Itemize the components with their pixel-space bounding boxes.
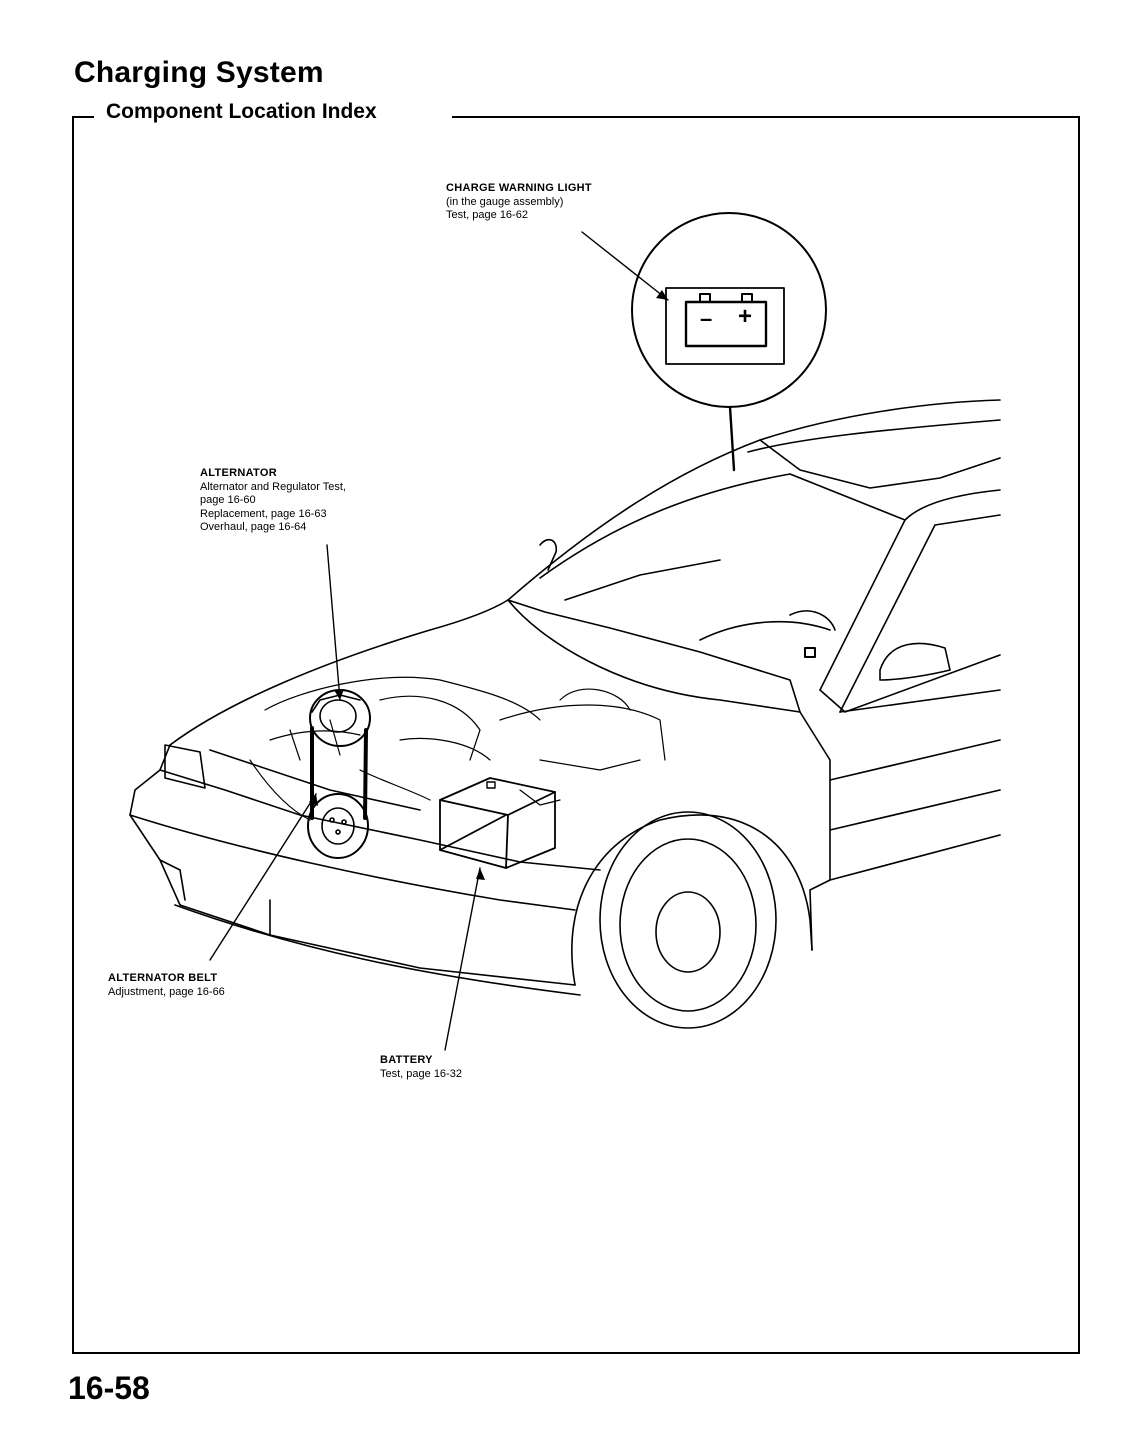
callout-battery: BATTERY Test, page 16-32 <box>380 1054 462 1081</box>
callout-title: ALTERNATOR <box>200 467 277 479</box>
callout-title: CHARGE WARNING LIGHT <box>446 182 592 194</box>
section-subtitle: Component Location Index <box>104 100 383 124</box>
frame-top-border-left <box>72 116 94 118</box>
callout-line: Test, page 16-32 <box>380 1067 462 1080</box>
callout-line: Replacement, page 16-63 <box>200 507 327 520</box>
callout-title: BATTERY <box>380 1054 433 1066</box>
engine-bay <box>249 676 666 821</box>
battery-warning-icon <box>684 293 768 348</box>
callout-line: Alternator and Regulator Test, <box>200 480 346 493</box>
callout-alternator-belt: ALTERNATOR BELT Adjustment, page 16-66 <box>108 972 225 999</box>
callout-line: Overhaul, page 16-64 <box>200 521 307 533</box>
callout-title: ALTERNATOR BELT <box>108 972 218 984</box>
battery-minus-sign: – <box>700 306 713 331</box>
frame-top-border-right <box>452 116 1080 118</box>
page-title: Charging System <box>74 56 324 89</box>
callout-alternator: ALTERNATOR Alternator and Regulator Test… <box>200 467 346 535</box>
car-body <box>129 399 1001 1029</box>
callout-line: page 16-60 <box>200 494 256 506</box>
callout-line: (in the gauge assembly) <box>446 195 564 208</box>
callout-line: Test, page 16-62 <box>446 209 528 221</box>
callout-charge-warning-light: CHARGE WARNING LIGHT (in the gauge assem… <box>446 182 592 223</box>
battery-box <box>439 777 556 869</box>
page-number: 16-58 <box>68 1370 150 1406</box>
callout-line: Adjustment, page 16-66 <box>108 985 225 998</box>
battery-plus-sign: + <box>738 303 753 330</box>
crank-pulley <box>307 793 369 859</box>
gauge-magnifier <box>631 212 827 472</box>
leader-arrowheads <box>309 290 668 880</box>
illustration-frame <box>72 116 1080 1354</box>
leader-lines <box>209 231 669 1051</box>
